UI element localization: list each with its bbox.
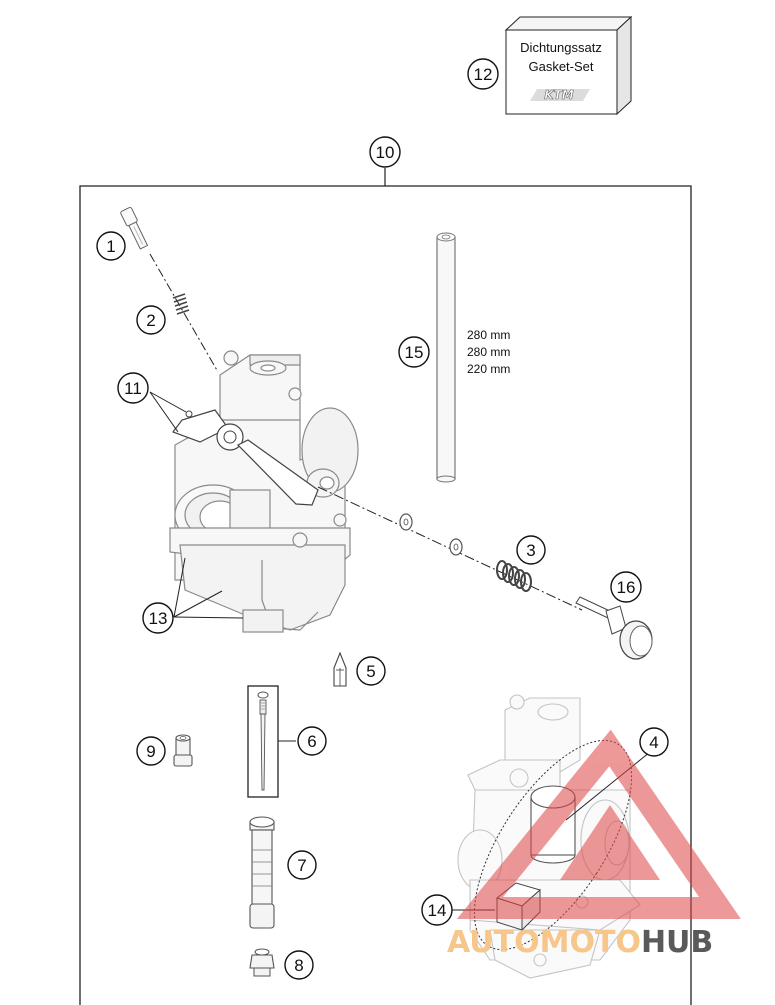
callout-9: 9 [136,736,166,766]
callout-12: 12 [467,58,499,90]
svg-text:8: 8 [294,956,303,975]
carburetor-body [169,350,359,633]
svg-text:13: 13 [149,609,168,628]
callout-2: 2 [136,305,166,335]
watermark-text: AUTOMOTOHUB [447,925,713,960]
idle-screw-assembly [317,486,583,611]
callout-7: 7 [287,850,317,880]
svg-text:3: 3 [526,541,535,560]
svg-text:10: 10 [376,143,395,162]
ktm-logo-text: KTM [544,88,573,102]
svg-text:9: 9 [146,742,155,761]
idle-spring-part [496,560,532,592]
tube-length-2: 280 mm [467,345,510,359]
callout-14: 14 [421,894,453,926]
watermark-triangle-logo [456,729,741,919]
callout-4: 4 [639,727,669,757]
svg-text:2: 2 [146,311,155,330]
ktm-logo: KTM [530,88,590,102]
throttle-lever-part [172,409,319,506]
screw-part [120,206,219,373]
vent-tube-part [436,232,456,483]
tube-length-1: 280 mm [467,328,510,342]
kit-frame [79,168,692,1005]
callout-8: 8 [284,950,314,980]
svg-text:12: 12 [474,65,493,84]
tube-length-3: 220 mm [467,362,510,376]
watermark: AUTOMOTOHUB [447,729,741,960]
svg-text:7: 7 [297,856,306,875]
callout-15: 15 [398,336,430,368]
idle-adjust-screw-part [575,596,653,660]
needle-jet-part [249,816,275,929]
svg-text:5: 5 [366,662,375,681]
svg-text:16: 16 [617,578,636,597]
callout-1: 1 [96,231,126,261]
gasket-box-line2: Gasket-Set [528,59,593,74]
gasket-box-line1: Dichtungssatz [520,40,602,55]
callout-16: 16 [610,571,642,603]
callout-13: 13 [142,602,174,634]
small-spring-part [172,293,190,315]
callout-11: 11 [117,372,149,404]
svg-text:14: 14 [428,901,447,920]
svg-text:1: 1 [106,237,115,256]
gasket-set-box: Dichtungssatz Gasket-Set KTM [504,15,633,116]
float-needle-part [333,651,347,687]
tube-length-list: 280 mm 280 mm 220 mm [467,328,510,376]
svg-text:6: 6 [307,732,316,751]
pilot-jet-part [173,734,193,767]
svg-text:4: 4 [649,733,658,752]
jet-needle-part [247,685,279,798]
callout-3: 3 [516,535,546,565]
callout-6: 6 [297,726,327,756]
main-jet-part [249,948,275,977]
svg-text:11: 11 [124,379,142,398]
svg-text:15: 15 [405,343,424,362]
callout-10: 10 [369,136,401,168]
callout-5: 5 [356,656,386,686]
